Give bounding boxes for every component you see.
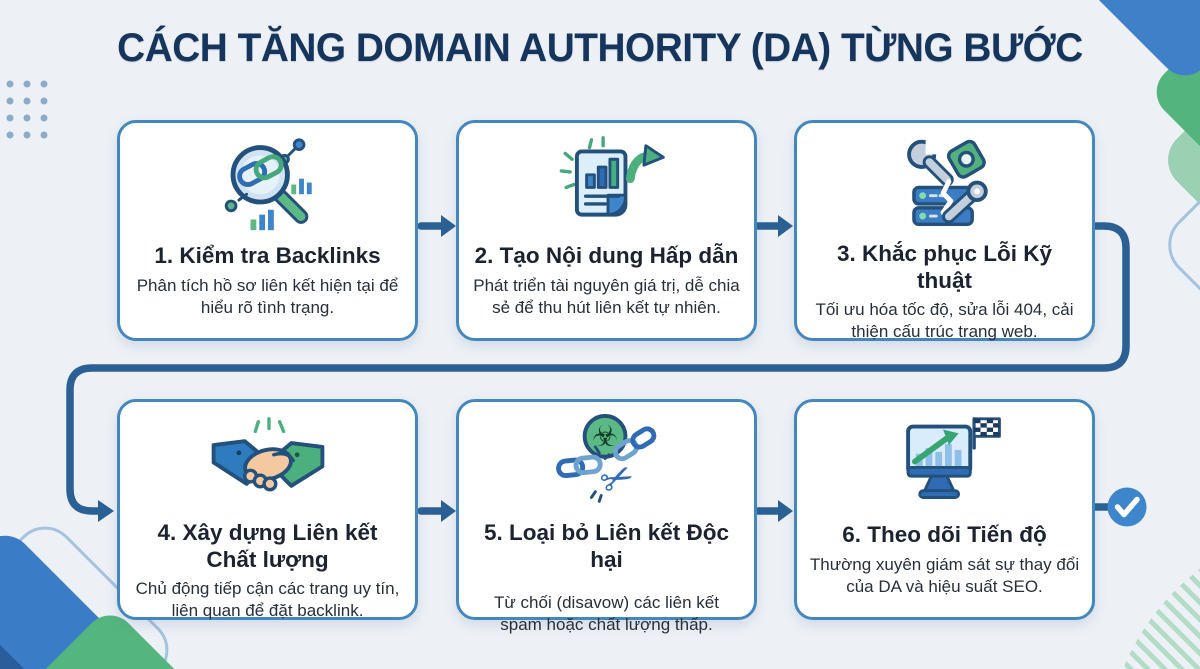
striped-circle-decor: [1122, 568, 1200, 669]
flow-arrows: [417, 215, 793, 522]
step-card-3: 3. Khắc phục Lỗi Kỹ thuật Tối ưu hóa tốc…: [794, 120, 1095, 341]
dots-pattern: [6, 80, 48, 139]
handshake-icon: [209, 412, 327, 514]
step-description: Chủ động tiếp cận các trang uy tín, liên…: [135, 579, 400, 621]
step-title: 6. Theo dõi Tiến độ: [842, 522, 1047, 547]
step-title: 5. Loại bỏ Liên kết Độc hại: [483, 520, 730, 572]
progress-monitor-icon: [886, 412, 1004, 516]
step-description: Phân tích hồ sơ liên kết hiện tại để hiể…: [136, 275, 399, 317]
check-icon: [1095, 487, 1147, 527]
disavow-toxic-links-icon: ☣ ✂: [548, 412, 666, 514]
step-description: Thường xuyên giám sát sự thay đổi của DA…: [809, 554, 1080, 596]
step-card-6: 6. Theo dõi Tiến độ Thường xuyên giám sá…: [794, 399, 1095, 620]
step-title: 4. Xây dựng Liên kết Chất lượng: [157, 520, 378, 572]
step-title: 3. Khắc phục Lỗi Kỹ thuật: [836, 241, 1053, 293]
corner-shapes-bottom-left: [0, 526, 220, 669]
technical-fix-icon: [886, 133, 1004, 235]
step-description: Phát triển tài nguyên giá trị, dễ chia s…: [473, 275, 740, 317]
flow-connector: [66, 222, 1130, 522]
backlink-audit-icon: [209, 133, 327, 237]
step-card-1: 1. Kiểm tra Backlinks Phân tích hồ sơ li…: [117, 120, 418, 341]
step-title: 1. Kiểm tra Backlinks: [154, 243, 381, 268]
corner-shapes-top-right: [1089, 0, 1200, 382]
step-description: Từ chối (disavow) các liên kết spam hoặc…: [494, 593, 719, 635]
step-card-4: 4. Xây dựng Liên kết Chất lượng Chủ động…: [117, 399, 418, 620]
step-title: 2. Tạo Nội dung Hấp dẫn: [474, 243, 739, 268]
step-card-5: ☣ ✂ 5. Loại bỏ Liên kết Độc hại Từ chối …: [456, 399, 757, 634]
content-share-icon: [548, 133, 666, 237]
page-title: CÁCH TĂNG DOMAIN AUTHORITY (DA) TỪNG BƯỚ…: [117, 26, 1083, 70]
step-description: Tối ưu hóa tốc độ, sửa lỗi 404, cải thiệ…: [815, 300, 1074, 342]
step-card-2: 2. Tạo Nội dung Hấp dẫn Phát triển tài n…: [456, 120, 757, 341]
